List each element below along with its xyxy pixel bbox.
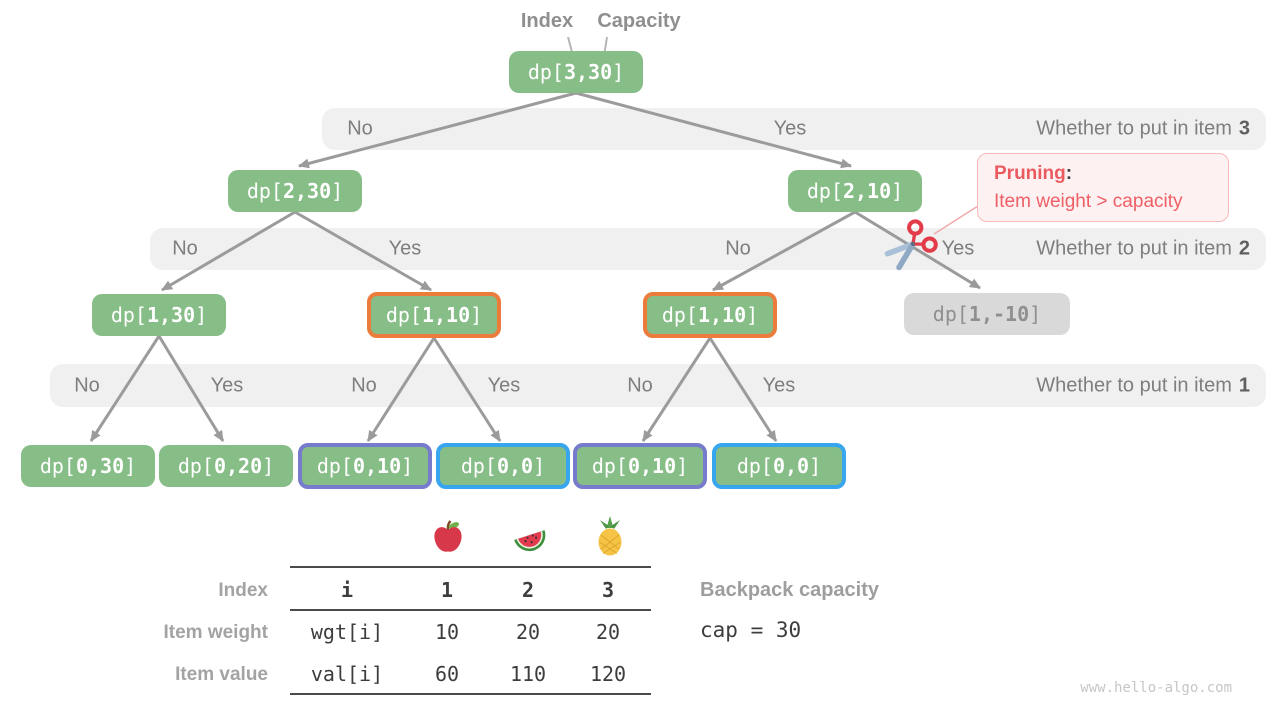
node-dp-1-10-highlighted: dp[1,10] [643,292,777,338]
table-rule-mid [290,609,651,611]
band-yes-label: Yes [487,374,521,396]
band-no-label: No [74,374,100,396]
table-cell: 110 [509,662,547,686]
table-cell: i [340,578,354,602]
node-dp-0-10-overlap: dp[0,10] [298,443,432,489]
table-cell: 20 [515,620,541,644]
table-cell: 10 [434,620,460,644]
table-cell: 20 [595,620,621,644]
decision-band-item-1: No Yes No Yes No Yes Whether to put in i… [50,364,1266,407]
table-cell: 1 [440,578,454,602]
table-cell: 2 [521,578,535,602]
node-dp-2-30: dp[2,30] [228,170,362,212]
node-dp-0-0-overlap: dp[0,0] [436,443,570,489]
backpack-capacity-label: Backpack capacity [700,579,880,601]
table-cell: 3 [601,578,615,602]
watermark: www.hello-algo.com [1080,680,1232,696]
band-yes-label: Yes [762,374,796,396]
backpack-capacity-value: cap = 30 [700,618,802,642]
band-yes-label: Yes [941,237,975,260]
band-no-label: No [347,117,373,140]
node-dp-1-10-highlighted: dp[1,10] [367,292,501,338]
band-no-label: No [351,374,377,396]
node-dp-0-0-overlap: dp[0,0] [712,443,846,489]
band-yes-label: Yes [773,117,807,140]
node-dp-1-30: dp[1,30] [92,294,226,336]
pruning-description: Item weight > capacity [994,191,1183,212]
item-number: 1 [1238,374,1250,396]
table-cell: 60 [434,662,460,686]
table-row-label-index: Index [218,580,268,601]
table-cell: val[i] [310,662,384,686]
node-dp-1-neg10-pruned: dp[1,-10] [904,293,1070,335]
table-row-label-value: Item value [175,664,268,685]
band-no-label: No [725,237,751,260]
table-cell: wgt[i] [310,620,384,644]
pruning-callout: Pruning: Item weight > capacity [977,153,1229,222]
band-yes-label: Yes [388,237,422,260]
pineapple-icon [598,516,622,556]
table-row-label-weight: Item weight [163,622,268,643]
watermelon-icon [514,530,546,552]
node-dp-0-30: dp[0,30] [21,445,155,487]
table-rule-bottom [290,693,651,695]
node-dp-3-30: dp[3,30] [509,51,643,93]
pruning-title: Pruning [994,163,1066,184]
capacity-axis-label: Capacity [597,10,681,32]
index-axis-label: Index [520,10,574,32]
node-dp-0-20: dp[0,20] [159,445,293,487]
item-number: 3 [1238,117,1250,140]
band-no-label: No [172,237,198,260]
item-number: 2 [1238,237,1250,260]
apple-icon [434,520,462,552]
node-dp-2-10: dp[2,10] [788,170,922,212]
table-cell: 120 [589,662,627,686]
table-rule-top [290,566,651,568]
band-yes-label: Yes [210,374,244,396]
node-dp-0-10-overlap: dp[0,10] [573,443,707,489]
band-no-label: No [627,374,653,396]
